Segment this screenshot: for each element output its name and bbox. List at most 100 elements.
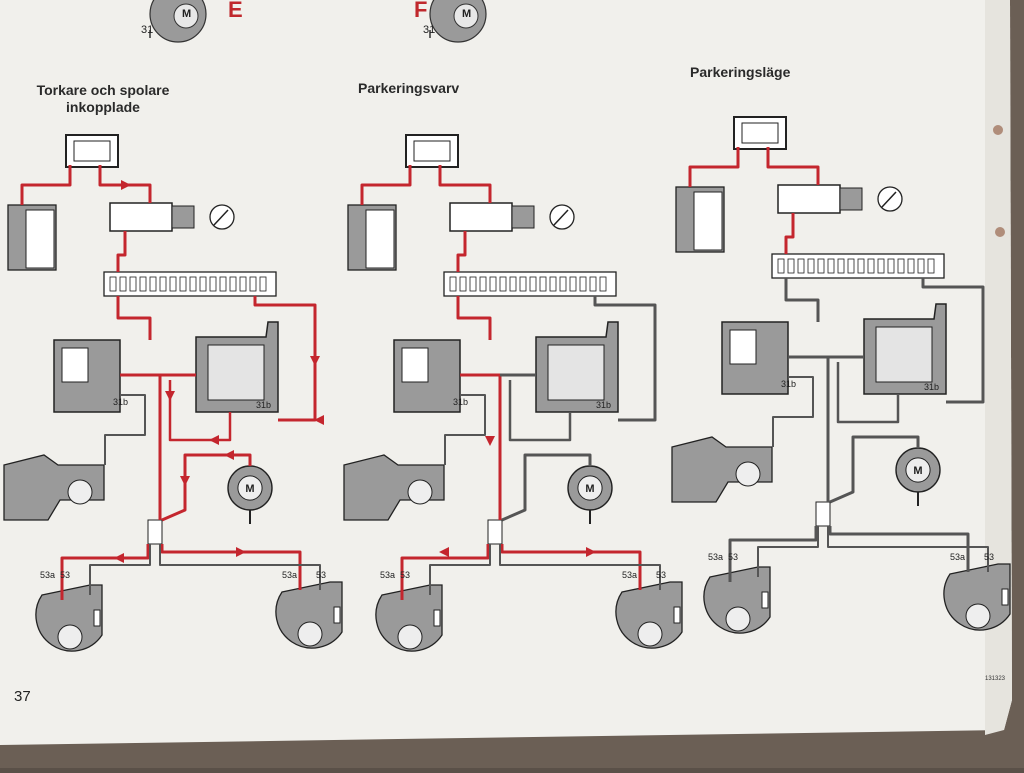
terminal-label-53: 53 [656,570,667,580]
inactive-wire [827,526,989,572]
relay-inner [73,140,111,162]
resistor [93,609,101,627]
dial-pointer [553,209,569,226]
live-wire [784,213,795,254]
terminal-label-53a: 53a [708,552,724,562]
fuse [219,276,227,292]
switch-contacts [547,344,605,401]
fuse [907,258,915,274]
headlamp-wiper-motor [35,584,103,652]
fuse [897,258,905,274]
live-wire [766,147,820,185]
binder-hole [993,125,1003,135]
live-wire [60,544,150,600]
motor-symbol-label: M [182,8,192,20]
inactive-wire [429,544,491,595]
dial-pointer [881,191,897,208]
motor-armature [965,603,991,629]
dial-pointer [213,209,229,226]
battery-cells [25,209,55,269]
fuse [599,276,607,292]
ignition-relay [405,134,459,168]
live-wire [160,544,302,590]
previous-diagram-fragment-right [429,0,487,43]
ground-label-31: 31 [141,24,154,36]
ground-label-31: 31 [423,24,436,36]
terminal-label-31b: 31b [596,400,612,410]
relay-inner [413,140,451,162]
motor-armature [735,461,761,487]
resistor [1001,588,1009,606]
inactive-wire [159,544,321,590]
terminal-label-53: 53 [400,570,411,580]
terminal-label-53: 53 [984,552,995,562]
resistor [333,606,341,624]
inactive-wire [89,544,151,595]
inactive-wire [593,296,657,422]
inactive-wire [501,453,592,522]
figure-code: 131323 [985,676,1006,682]
inactive-wire [728,526,818,582]
fuse [787,258,795,274]
section-letter-f: F [414,0,428,22]
terminal-label-53a: 53a [282,570,298,580]
live-wire [116,296,152,340]
fuse [877,258,885,274]
current-arrow [485,436,495,446]
motor-armature [67,479,93,505]
fuse [169,276,177,292]
battery-cells [693,191,723,251]
motor-symbol-label: M [913,465,922,477]
current-arrow [114,553,124,563]
connector-block [815,501,831,527]
inactive-wire [757,526,819,577]
live-wire [168,380,232,442]
motor-armature [57,624,83,650]
inactive-wire [104,394,146,465]
inactive-wire [921,278,985,404]
terminal-label-53a: 53a [622,570,638,580]
fuse [817,258,825,274]
motor-armature [905,457,931,483]
connector-block [147,519,163,545]
motor-armature [237,475,263,501]
motor-armature [577,475,603,501]
resistor [673,606,681,624]
wiper-motor-assembly [671,436,773,503]
live-wire [116,231,127,272]
headlamp-wiper-motor [615,581,683,649]
fuse [109,276,117,292]
inactive-wire [828,526,970,572]
fuse [499,276,507,292]
binder-hole [995,227,1005,237]
current-arrow [209,435,219,445]
fuse [867,258,875,274]
fuse [159,276,167,292]
inactive-wire [836,362,900,424]
current-arrow [586,547,596,557]
fuse [179,276,187,292]
relay-coil [729,329,757,365]
wiper-motor-assembly [3,454,105,521]
headlamp-wiper-motor [375,584,443,652]
fuse [917,258,925,274]
terminal-label-31b: 31b [113,397,129,407]
switch-knob [511,205,535,229]
fuse [847,258,855,274]
fuse [449,276,457,292]
terminal-label-53: 53 [60,570,71,580]
fuse [489,276,497,292]
current-arrow [165,391,175,401]
battery-cells [365,209,395,269]
ignition-switch [449,202,513,232]
motor-armature [397,624,423,650]
motor-armature [725,606,751,632]
live-wire [500,544,642,590]
current-arrow [180,476,190,486]
headlamp-wiper-motor [943,563,1011,631]
live-wire [360,165,412,205]
panel-title: Parkeringsläge [690,64,791,80]
fuse [589,276,597,292]
